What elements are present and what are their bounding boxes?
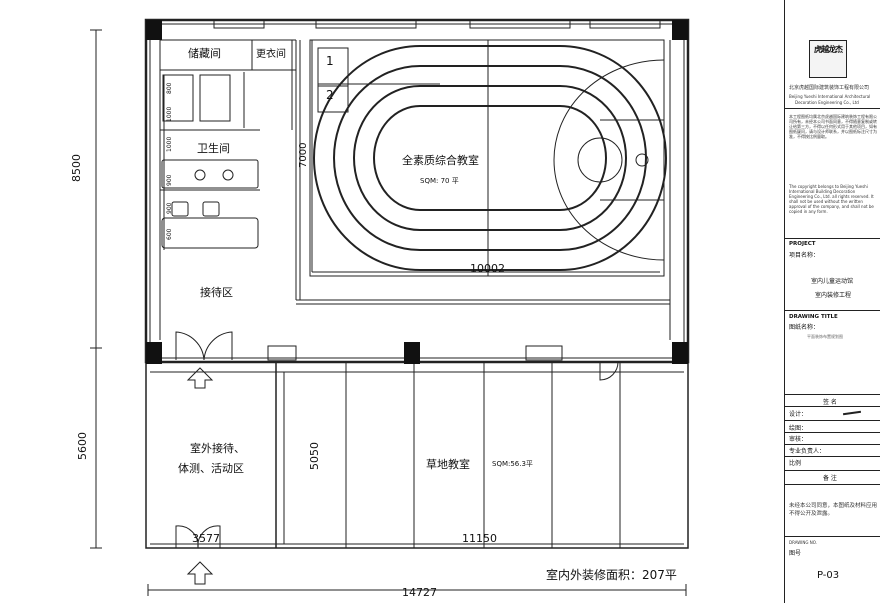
design-label: 设计： xyxy=(789,411,808,418)
indoor-outline xyxy=(144,18,690,364)
track-lane-2: 2 xyxy=(326,88,334,102)
dim-outdoor-gate: 3577 xyxy=(192,532,220,545)
notice-cn: 本工程图纸均属北京虎越国际建筑装饰工程有限公司所有，未经本公司书面同意，不得随意… xyxy=(789,114,877,139)
dim-r5: 900 xyxy=(166,202,173,214)
company-name-en2: Decoration Engineering Co., Ltd xyxy=(795,100,859,105)
dim-lawn-width: 11150 xyxy=(462,532,497,545)
drafting-label: 绘图： xyxy=(789,425,808,432)
drawing-title: 平面装饰布置规划图 xyxy=(807,334,843,339)
lawn-classroom-label: 草地教室 xyxy=(426,458,470,471)
lead-label: 专业负责人： xyxy=(789,448,826,455)
company-name-en1: Beijing Yueshi International Architectur… xyxy=(789,94,871,99)
storage-label: 储藏间 xyxy=(188,47,221,60)
dim-indoor-height: 8500 xyxy=(70,154,83,182)
changing-room-label: 更衣间 xyxy=(256,49,286,60)
dim-r3: 1000 xyxy=(166,136,173,152)
dim-r2: 1000 xyxy=(166,106,173,122)
drawing-title-label-cn: 图纸名称： xyxy=(789,324,820,331)
project-label-cn: 项目名称： xyxy=(789,252,820,259)
track-lane-1: 1 xyxy=(326,54,334,68)
reception-label: 接待区 xyxy=(200,286,233,299)
running-track xyxy=(313,45,667,271)
entry-arrow-icon-2 xyxy=(186,561,214,585)
project-name-1: 室内儿童运动馆 xyxy=(811,278,854,285)
total-area-label: 室内外装修面积：207平 xyxy=(546,568,677,582)
company-logo: 虎越龙杰 xyxy=(809,40,847,78)
project-label: PROJECT xyxy=(789,241,816,247)
floor-plan xyxy=(90,18,690,596)
design-signature xyxy=(842,410,862,416)
remarks-header: 备 注 xyxy=(823,475,837,482)
check-label: 审核： xyxy=(789,436,808,443)
drawing-no-label-cn: 图号 xyxy=(789,550,802,557)
scale-label: 比例 xyxy=(789,460,802,467)
dim-r1: 800 xyxy=(166,82,173,94)
sign-header: 签 名 xyxy=(823,399,837,406)
drawing-no-label: DRAWING NO. xyxy=(789,540,817,545)
classroom-label: 全素质综合教室 xyxy=(402,154,479,167)
notice-en: The copyright belongs to Beijing Yueshi … xyxy=(789,184,874,214)
entry-arrow-icon xyxy=(186,367,214,389)
drawing-title-label: DRAWING TITLE xyxy=(789,314,838,320)
dim-classroom-height: 7000 xyxy=(298,142,309,168)
outdoor-label-line2: 体测、活动区 xyxy=(178,462,244,475)
classroom-floor xyxy=(309,39,665,277)
drawing-number: P-03 xyxy=(817,570,840,581)
classroom-area: SQM: 70 平 xyxy=(420,177,459,185)
dim-outdoor-height: 5600 xyxy=(76,432,89,460)
restroom-label: 卫生间 xyxy=(197,142,230,155)
outdoor-label-line1: 室外接待、 xyxy=(190,442,245,455)
dim-total-width: 14727 xyxy=(402,586,437,599)
lawn-classroom-area: SQM:56.3平 xyxy=(492,460,533,468)
dim-classroom-width: 10002 xyxy=(470,262,505,275)
title-block: 虎越龙杰 北京虎越国际建筑装饰工程有限公司 Beijing Yueshi Int… xyxy=(784,0,880,603)
dim-lawn-height: 5050 xyxy=(308,442,321,470)
project-name-2: 室内装修工程 xyxy=(815,292,852,299)
dim-r6: 600 xyxy=(166,228,173,240)
dim-r4: 900 xyxy=(166,174,173,186)
company-name-cn: 北京虎越国际建筑装饰工程有限公司 xyxy=(789,85,870,91)
remarks-text: 未经本公司同意，本图纸及材料应用不得公开及泄露。 xyxy=(789,503,878,517)
